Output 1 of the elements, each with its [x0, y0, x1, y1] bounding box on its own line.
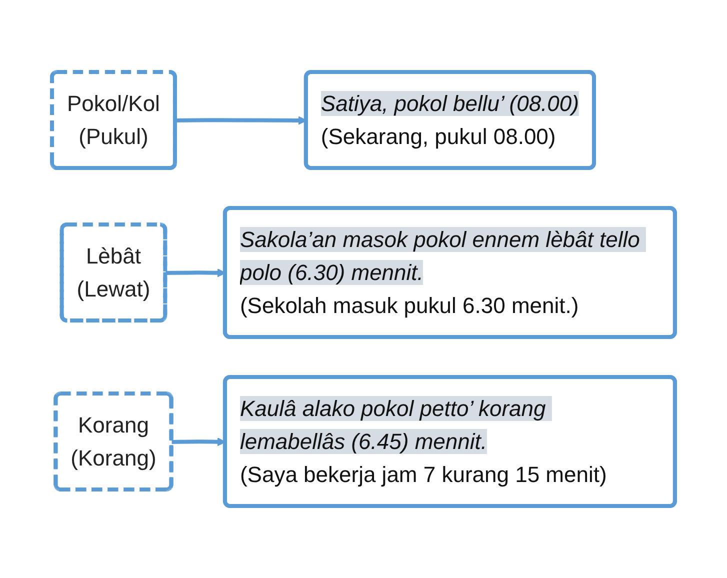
arrow	[166, 268, 226, 278]
